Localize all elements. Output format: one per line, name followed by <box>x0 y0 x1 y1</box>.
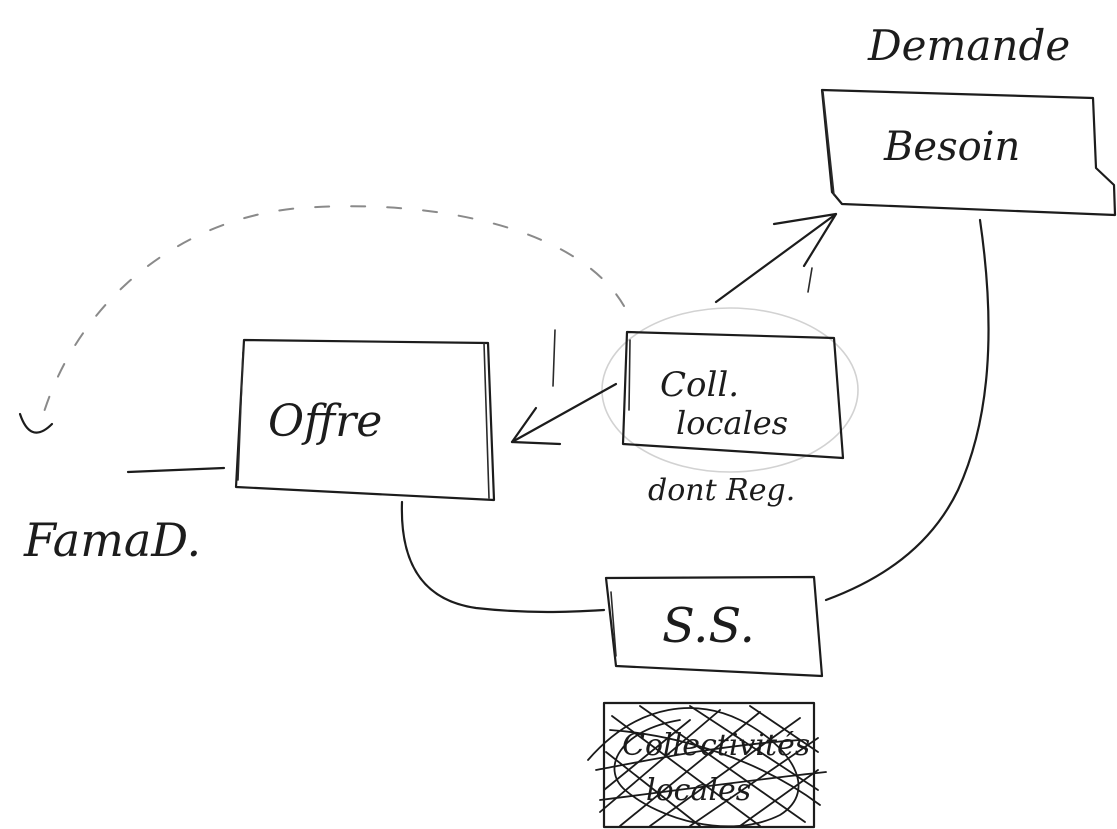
ss-label: S.S. <box>662 598 755 654</box>
besoin-box <box>820 88 1117 217</box>
ss-box <box>604 575 824 678</box>
besoin-label: Besoin <box>883 124 1020 170</box>
coll-label-line1: Coll. <box>660 365 739 405</box>
arrow-coll-to-offre <box>510 329 618 446</box>
offre-box <box>234 338 496 502</box>
arrow-coll-to-besoin <box>714 212 838 304</box>
dont-reg-label: dont Reg. <box>648 473 795 508</box>
curve-offre-to-ss <box>400 500 606 614</box>
crossed-out-box: Collectivités locales <box>587 701 827 829</box>
dashed-arc-to-famille <box>43 205 625 413</box>
demande-label: Demande <box>867 21 1070 70</box>
coll-label-line2: locales <box>676 404 788 442</box>
coll-halo <box>601 307 859 473</box>
coll-locales-box <box>621 330 845 460</box>
dashed-arrowhead <box>18 412 54 434</box>
famille-connector <box>126 466 226 474</box>
famille-label: FamaD. <box>23 513 201 567</box>
offre-label: Offre <box>268 396 382 447</box>
curve-besoin-to-ss <box>824 218 990 602</box>
